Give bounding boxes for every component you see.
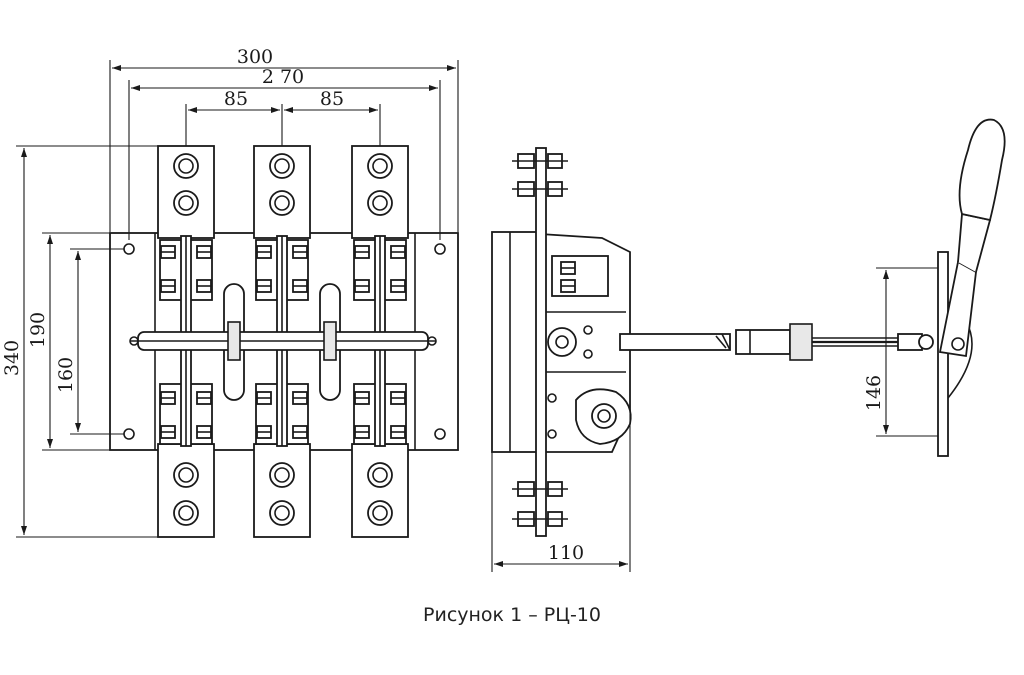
dim-160: 160 (55, 357, 77, 393)
dim-85-right: 85 (320, 88, 344, 110)
dim-340: 340 (1, 340, 23, 376)
figure-caption: Рисунок 1 – РЦ-10 (423, 604, 601, 626)
dim-85-left: 85 (224, 88, 248, 110)
mount-hole (434, 428, 446, 440)
mount-hole (434, 243, 446, 255)
dim-300: 300 (237, 46, 273, 68)
bottom-terminal (512, 481, 568, 527)
side-base (491, 231, 541, 453)
drive-rod (619, 333, 731, 351)
side-blade (535, 147, 547, 537)
top-terminal (512, 153, 568, 197)
pole-1 (157, 145, 215, 538)
handle-plate (937, 251, 949, 457)
dim-190: 190 (27, 312, 49, 348)
dim-146: 146 (863, 375, 885, 411)
front-view (109, 145, 459, 538)
dimension-labels: 300 2 70 85 85 340 190 160 110 146 (1, 46, 885, 564)
dim-110: 110 (548, 542, 584, 564)
dim-270: 2 70 (262, 66, 304, 88)
side-view (491, 118, 1006, 537)
dimension-lines (16, 60, 938, 572)
handle-grip (958, 118, 1006, 222)
